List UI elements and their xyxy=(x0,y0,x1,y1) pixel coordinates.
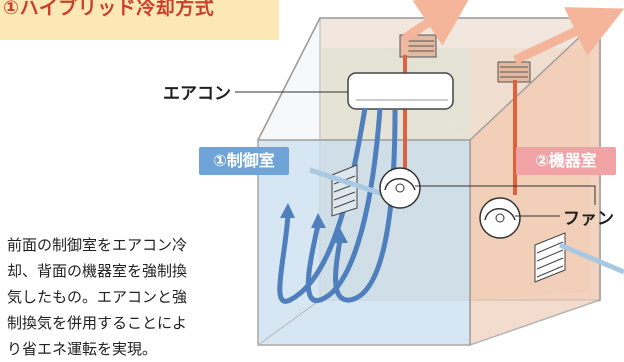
description-line: 気したもの。エアコンと強 xyxy=(7,288,188,306)
fan-icon-machine-room xyxy=(479,197,521,239)
machine-room-intake-vent xyxy=(534,232,566,283)
cold-airflow-arrows xyxy=(280,203,348,243)
roof-vent-right xyxy=(497,61,531,83)
control-room-badge: ①制御室 xyxy=(199,147,289,175)
fan-label: ファン xyxy=(563,209,614,229)
intake-arrow-machine xyxy=(559,242,624,275)
fan-icon-control-room xyxy=(379,167,421,209)
fan-leader-line-top xyxy=(415,185,596,205)
diagram-title: ①ハイブリッド冷却方式 xyxy=(3,0,215,19)
machine-room-badge: ②機器室 xyxy=(516,147,616,175)
description-line: 前面の制御室をエアコン冷 xyxy=(7,236,188,254)
aircon-label: エアコン xyxy=(163,84,231,104)
title-banner: ①ハイブリッド冷却方式 xyxy=(0,0,279,40)
description-line: 却、背面の機器室を強制換 xyxy=(7,262,188,280)
description-line: り省エネ運転を実現。 xyxy=(7,340,158,358)
air-conditioner-icon xyxy=(347,72,454,110)
description-line: 制換気を併用することによ xyxy=(7,314,188,332)
exhaust-arrow-right xyxy=(513,7,624,65)
control-room-zone xyxy=(257,139,471,346)
exhaust-arrow-left xyxy=(402,0,473,46)
description-text: 前面の制御室をエアコン冷 却、背面の機器室を強制換 気したもの。エアコンと強 制… xyxy=(7,232,247,362)
